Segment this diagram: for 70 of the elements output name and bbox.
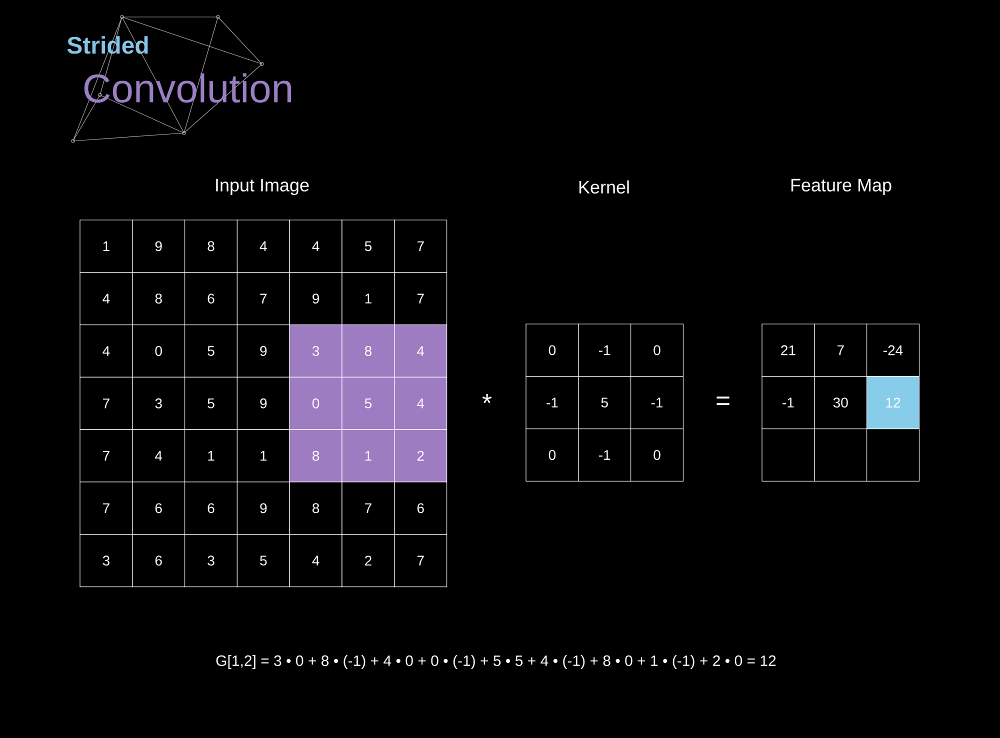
table-cell: 1: [184, 429, 238, 482]
table-cell: -1: [578, 324, 632, 377]
table-cell: 6: [132, 482, 186, 535]
table-cell: 0: [132, 324, 186, 378]
table-cell: 1: [236, 429, 290, 482]
table-cell: 21: [762, 324, 815, 377]
table-cell: 2: [342, 534, 395, 588]
table-cell: 8: [289, 482, 342, 535]
table-cell: 7: [80, 482, 133, 535]
table-cell: 7: [814, 324, 868, 377]
table-cell: 4: [80, 324, 133, 378]
table-cell: 2: [394, 429, 448, 482]
table-cell: 8: [184, 220, 238, 273]
table-cell: 9: [236, 324, 290, 378]
grid-heading: Input Image: [216, 178, 309, 196]
table-cell: 1: [80, 220, 133, 273]
table-cell: 12: [866, 376, 920, 430]
operator-symbol: *: [482, 394, 492, 404]
table-cell: 5: [184, 324, 238, 378]
table-cell: 0: [526, 428, 579, 482]
table-cell: -24: [866, 324, 920, 377]
table-cell: 4: [394, 376, 448, 430]
table-cell: 0: [630, 324, 684, 377]
table-cell: -1: [526, 376, 579, 430]
table-cell: 5: [578, 376, 632, 430]
operator-symbol: =: [716, 396, 730, 406]
table-cell: 6: [184, 482, 238, 535]
table-cell: 6: [394, 482, 448, 535]
table-cell: 6: [184, 272, 238, 326]
table-cell: 7: [80, 376, 133, 430]
table-cell: 5: [236, 534, 290, 588]
table-cell: 1: [342, 429, 395, 482]
table-cell: 7: [394, 534, 448, 588]
table-cell: 4: [289, 220, 342, 273]
table-cell: 0: [630, 428, 684, 482]
table-cell: 0: [526, 324, 579, 377]
table-cell: 9: [236, 482, 290, 535]
table-cell: 8: [342, 324, 395, 378]
table-cell: 9: [289, 272, 342, 326]
table-cell: 0: [289, 376, 342, 430]
table-cell: 7: [394, 220, 448, 273]
table-cell: 3: [80, 534, 133, 588]
table-cell: 7: [342, 482, 395, 535]
grid-heading: Feature Map: [791, 178, 892, 196]
table-cell: 8: [132, 272, 186, 326]
table-cell: -1: [578, 428, 632, 482]
table-cell: 5: [342, 220, 395, 273]
table-cell: 1: [342, 272, 395, 326]
table-cell: 4: [236, 220, 290, 273]
grid-heading: Kernel: [579, 180, 629, 194]
table-cell: 3: [289, 324, 342, 378]
formula-text: G[1,2] = 3 • 0 + 8 • (-1) + 4 • 0 + 0 • (-1) + 5 • 5 + 4 • (-1) + 8 • 0 + 1 • (-1) + 2 • 0 = 12: [216, 655, 776, 669]
table-cell: 30: [814, 376, 868, 430]
table-cell: -1: [630, 376, 684, 430]
table-cell: 5: [342, 376, 395, 430]
table-cell: 3: [184, 534, 238, 588]
table-cell: 7: [80, 429, 133, 482]
table-cell: 7: [236, 272, 290, 326]
table-cell: 4: [80, 272, 133, 326]
table-cell: 6: [132, 534, 186, 588]
table-cell: 8: [289, 429, 342, 482]
table-cell: 7: [394, 272, 448, 326]
table-cell: 4: [394, 324, 448, 378]
table-cell: 9: [132, 220, 186, 273]
table-cell: 9: [236, 376, 290, 430]
table-cell: 5: [184, 376, 238, 430]
table-cell: 4: [289, 534, 342, 588]
table-cell: 4: [132, 429, 186, 482]
table-cell: 3: [132, 376, 186, 430]
table-cell: -1: [762, 376, 815, 430]
